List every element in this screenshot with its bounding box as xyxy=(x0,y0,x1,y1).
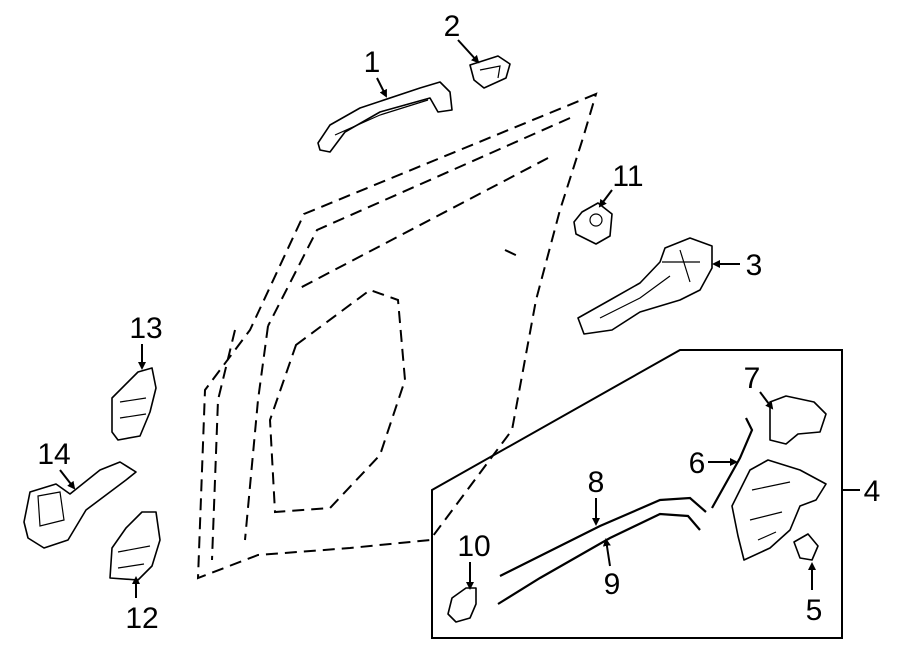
callout-numbers: 1 2 3 4 5 6 7 8 9 10 11 12 13 14 xyxy=(37,10,880,635)
leader-lines xyxy=(59,39,860,598)
callout-5: 5 xyxy=(806,594,823,627)
callout-10: 10 xyxy=(457,530,490,563)
callout-14: 14 xyxy=(37,438,70,471)
callout-7: 7 xyxy=(744,362,761,395)
callout-2: 2 xyxy=(444,10,461,43)
callout-4: 4 xyxy=(864,475,881,508)
callout-9: 9 xyxy=(604,568,621,601)
callout-13: 13 xyxy=(129,312,162,345)
inside-handle xyxy=(447,587,477,623)
latch-assembly-inset xyxy=(431,349,843,639)
lock-cables xyxy=(497,496,707,605)
handle-cap xyxy=(469,55,511,89)
callout-6: 6 xyxy=(689,447,706,480)
callout-12: 12 xyxy=(125,602,158,635)
outside-handle xyxy=(317,81,453,153)
lock-actuator xyxy=(769,395,827,445)
lock-rod xyxy=(711,417,754,509)
callout-11: 11 xyxy=(612,160,643,193)
door-latch xyxy=(731,459,827,561)
handle-bracket xyxy=(577,237,713,335)
lower-hinge xyxy=(109,511,161,581)
latch-clip xyxy=(793,533,819,561)
callout-3: 3 xyxy=(746,249,763,282)
door-striker xyxy=(573,202,613,245)
upper-hinge xyxy=(111,367,157,441)
door-outline xyxy=(196,92,598,580)
callout-8: 8 xyxy=(588,466,605,499)
callout-1: 1 xyxy=(364,46,381,79)
door-check xyxy=(23,461,137,549)
